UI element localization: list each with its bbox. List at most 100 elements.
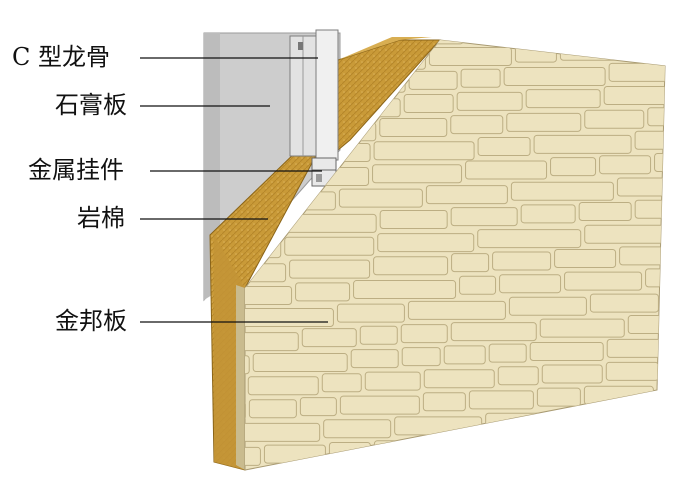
panel-brick <box>467 23 538 41</box>
panel-brick <box>590 294 658 312</box>
panel-brick <box>478 230 581 248</box>
panel-brick <box>404 95 453 113</box>
panel-brick <box>620 247 671 265</box>
panel-brick <box>606 362 658 380</box>
panel-brick <box>409 71 457 89</box>
panel-brick <box>549 411 650 429</box>
panel-brick <box>290 260 370 278</box>
panel-brick <box>461 69 500 87</box>
panel-brick <box>526 90 600 108</box>
label-metal-hanger: 金属挂件 <box>28 158 124 182</box>
panel-brick <box>678 429 700 447</box>
panel-brick <box>542 365 602 383</box>
panel-brick <box>662 291 700 309</box>
panel-brick <box>300 398 336 416</box>
panel-brick <box>524 458 596 476</box>
panel-brick <box>565 272 642 290</box>
panel-brick <box>634 39 686 57</box>
panel-brick <box>322 374 361 392</box>
panel-brick <box>489 344 526 362</box>
panel-brick <box>249 400 296 418</box>
panel-brick <box>530 342 603 360</box>
panel-brick <box>408 301 505 319</box>
panel-brick <box>507 113 581 131</box>
panel-brick <box>486 413 545 431</box>
panel-brick <box>600 156 651 174</box>
panel-brick <box>475 437 516 455</box>
panel-brick <box>617 178 675 196</box>
panel-brick <box>452 254 489 272</box>
panel-brick <box>675 245 700 263</box>
panel-brick <box>587 18 684 36</box>
panel-brick <box>344 465 417 483</box>
panel-brick <box>555 249 616 267</box>
panel-brick <box>540 319 624 337</box>
panel-brick <box>374 142 474 160</box>
panel-brick <box>285 237 374 255</box>
panel-edge <box>236 285 245 470</box>
panel-brick <box>679 176 700 194</box>
panel-brick <box>296 283 350 301</box>
panel-brick <box>337 304 404 322</box>
panel-brick <box>511 182 613 200</box>
panel-brick <box>648 108 694 126</box>
c-channel-stud-face <box>316 30 338 160</box>
label-jinbang-panel: 金邦板 <box>55 309 127 333</box>
panel-brick <box>451 116 503 134</box>
panel-brick <box>654 407 700 425</box>
panel-brick <box>657 383 700 401</box>
panel-brick <box>466 161 547 179</box>
panel-brick <box>380 118 447 136</box>
panel-brick <box>500 275 561 293</box>
panel-brick <box>617 431 674 449</box>
panel-brick <box>380 210 447 228</box>
panel-brick <box>537 388 580 406</box>
panel-brick <box>515 44 556 62</box>
panel-brick <box>607 339 700 357</box>
panel-brick <box>374 441 471 459</box>
panel-brick <box>635 131 700 149</box>
panel-brick <box>655 153 700 171</box>
label-gypsum-board: 石膏板 <box>55 93 127 117</box>
panel-brick <box>604 87 687 105</box>
panel-brick <box>635 200 700 218</box>
panel-brick <box>378 234 474 252</box>
panel-brick <box>421 462 520 480</box>
panel-brick <box>340 396 419 414</box>
panel-brick <box>551 158 596 176</box>
panel-brick <box>354 281 456 299</box>
panel-brick <box>395 417 482 435</box>
panel-brick <box>365 372 420 390</box>
panel-brick <box>521 205 575 223</box>
panel-brick <box>509 297 586 315</box>
panel-brick <box>534 135 631 153</box>
panel-brick <box>451 208 517 226</box>
panel-brick <box>424 370 494 388</box>
label-c-channel: C 型龙骨 <box>12 45 110 69</box>
panel-brick <box>282 214 376 232</box>
panel-brick <box>423 393 465 411</box>
panel-brick <box>402 348 440 366</box>
panel-brick <box>478 138 530 156</box>
panel-brick <box>504 68 605 86</box>
panel-brick <box>600 455 665 473</box>
panel-brick <box>339 189 422 207</box>
label-rock-wool: 岩棉 <box>77 206 125 230</box>
panel-brick <box>609 63 700 81</box>
panel-brick <box>669 452 700 470</box>
panel-brick <box>360 326 397 344</box>
panel-brick <box>429 48 511 66</box>
panel-brick <box>498 367 538 385</box>
panel-brick <box>444 346 485 364</box>
panel-brick <box>329 443 370 461</box>
panel-brick <box>662 360 700 378</box>
panel-brick <box>426 186 507 204</box>
panel-brick <box>579 203 631 221</box>
panel-brick <box>585 225 685 243</box>
panel-brick <box>646 269 700 287</box>
panel-brick <box>373 165 462 183</box>
panel-brick <box>374 257 448 275</box>
panel-brick <box>585 110 644 128</box>
